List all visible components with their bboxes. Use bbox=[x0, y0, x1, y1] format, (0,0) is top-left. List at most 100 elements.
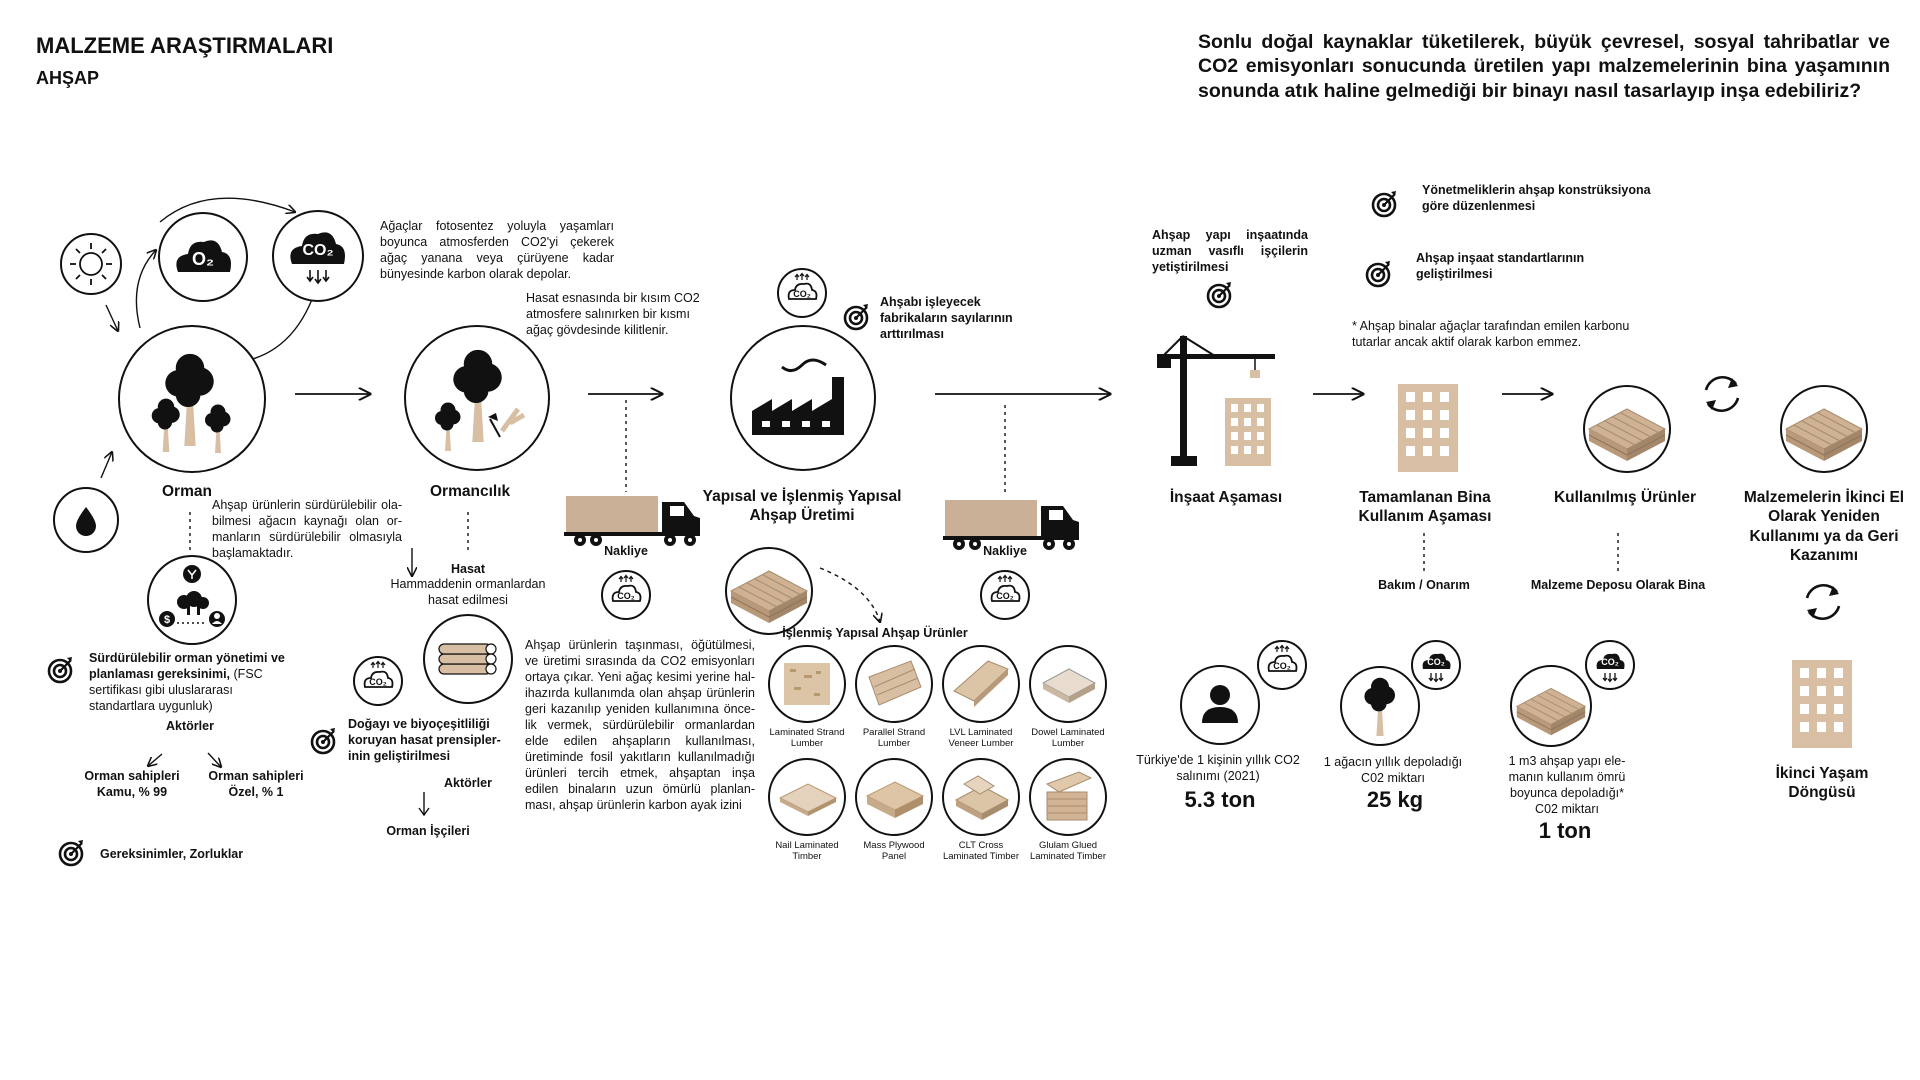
forestry-icon bbox=[404, 325, 550, 471]
tree-co2-value: 25 kg bbox=[1366, 787, 1424, 812]
water-drop-icon bbox=[53, 487, 119, 553]
product-image-3 bbox=[942, 645, 1020, 723]
production-label: Yapısal ve İşlenmiş Yapısal Ahşap Üretim… bbox=[702, 488, 902, 525]
factory-need: Ahşabı işleyecek fabrikaların sayılarını… bbox=[880, 295, 1013, 341]
maintenance-label: Bakım / Onarım bbox=[1378, 578, 1470, 592]
svg-text:CO₂: CO₂ bbox=[793, 289, 811, 299]
co2-storage-icon: CO₂ bbox=[1411, 640, 1461, 690]
sun-icon bbox=[60, 233, 122, 295]
tree-icon bbox=[1340, 666, 1420, 746]
down-arrow-icon bbox=[418, 792, 430, 817]
target-icon bbox=[47, 655, 74, 684]
co2-emission-icon: CO₂ bbox=[980, 570, 1030, 620]
construction-label: İnşaat Aşaması bbox=[1169, 489, 1283, 506]
research-question: Sonlu doğal kaynaklar tüketilerek, büyük… bbox=[1198, 31, 1890, 102]
co2-label: CO₂ bbox=[302, 242, 334, 259]
product-image-1 bbox=[768, 645, 846, 723]
product-image-8 bbox=[1029, 758, 1107, 836]
co2-emission-icon: CO₂ bbox=[353, 656, 403, 706]
forestry-actors-title: Aktörler bbox=[444, 776, 492, 790]
target-icon bbox=[1371, 189, 1398, 218]
svg-text:CO₂: CO₂ bbox=[996, 591, 1014, 601]
forestry-label: Ormancılık bbox=[430, 483, 511, 500]
timber-co2-value: 1 ton bbox=[1538, 818, 1592, 843]
truck-icon-1 bbox=[564, 496, 700, 546]
product-name-3: LVL Laminated Veneer Lumber bbox=[948, 727, 1014, 750]
target-legend-icon bbox=[58, 838, 85, 867]
target-icon bbox=[1365, 259, 1392, 288]
used-products-icon bbox=[1583, 385, 1671, 473]
person-co2-desc: Türkiye'de 1 kişinin yıllık CO2 salınımı… bbox=[1136, 753, 1300, 783]
timber-volume-icon bbox=[1510, 665, 1592, 747]
second-life-products-icon bbox=[1780, 385, 1868, 473]
transport-label-1: Nakliye bbox=[604, 544, 648, 558]
product-image-5 bbox=[768, 758, 846, 836]
product-name-5: Nail Laminated Timber bbox=[775, 840, 839, 863]
forest-icon bbox=[118, 325, 266, 473]
product-name-4: Dowel Laminated Lumber bbox=[1031, 727, 1105, 750]
actor-forest-workers: Orman İşçileri bbox=[386, 824, 470, 838]
forest-description: Ahşap ürünlerin sürdürülebilir ola-bilme… bbox=[212, 498, 402, 560]
harvest-co2-text: Hasat esnasında bir kısım CO2 atmosfere … bbox=[526, 291, 700, 337]
log-pile-icon bbox=[423, 614, 513, 704]
harvest-description: Hammaddenin ormanlardan hasat edilmesi bbox=[390, 577, 546, 607]
second-life-cycle-label: İkinci Yaşam Döngüsü bbox=[1775, 765, 1869, 802]
svg-text:CO₂: CO₂ bbox=[369, 677, 387, 687]
transport-label-2: Nakliye bbox=[983, 544, 1027, 558]
target-icon bbox=[310, 726, 337, 755]
product-name-6: Mass Plywood Panel bbox=[863, 840, 925, 863]
product-image-2 bbox=[855, 645, 933, 723]
transport-description: Ahşap ürünlerin taşınması, öğütülmesi, v… bbox=[525, 638, 755, 812]
legend-requirements: Gereksinimler, Zorluklar bbox=[100, 847, 244, 861]
product-image-7 bbox=[942, 758, 1020, 836]
regulation-item-1: Yönetmeliklerin ahşap konstrüksiyona gör… bbox=[1422, 183, 1651, 213]
product-image-4 bbox=[1029, 645, 1107, 723]
forest-management-icon: $ bbox=[147, 555, 237, 645]
second-life-label: Malzemelerin İkinci El Olarak Yeniden Ku… bbox=[1743, 489, 1905, 565]
oxygen-cloud-icon: O₂ bbox=[158, 212, 248, 302]
svg-text:CO₂: CO₂ bbox=[1427, 657, 1445, 667]
workers-need: Ahşap yapı inşaatında uzman vasıflı işçi… bbox=[1152, 228, 1308, 274]
forest-need-rest: (FSC sertifikası gibi uluslararası stand… bbox=[89, 667, 263, 713]
timber-stack-icon bbox=[725, 547, 813, 635]
timber-co2-desc: 1 m3 ahşap yapı ele-manın kullanım ömrü … bbox=[1508, 754, 1626, 816]
building-icon bbox=[1398, 384, 1458, 472]
actor-public-owners: Orman sahipleri Kamu, % 99 bbox=[84, 769, 180, 799]
cycle-icon bbox=[1704, 375, 1740, 413]
crane-icon bbox=[1157, 335, 1275, 466]
forest-need-bold: Sürdürülebilir orman yönetimi ve planlam… bbox=[89, 651, 285, 681]
co2-storage-icon: CO₂ bbox=[1585, 640, 1635, 690]
actor-private-owners: Orman sahipleri Özel, % 1 bbox=[208, 769, 304, 799]
product-name-2: Parallel Strand Lumber bbox=[862, 727, 926, 750]
building-use-label: Tamamlanan Bina Kullanım Aşaması bbox=[1358, 489, 1492, 526]
co2-absorb-icon: CO₂ bbox=[272, 210, 364, 302]
co2-emission-icon: CO₂ bbox=[1257, 640, 1307, 690]
person-icon bbox=[1180, 665, 1260, 745]
svg-text:CO₂: CO₂ bbox=[617, 591, 635, 601]
cycle-icon bbox=[1805, 583, 1841, 621]
product-name-7: CLT Cross Laminated Timber bbox=[942, 840, 1020, 863]
product-name-8: Glulam Glued Laminated Timber bbox=[1029, 840, 1107, 863]
co2-emission-icon: CO₂ bbox=[777, 268, 827, 318]
page-title: MALZEME ARAŞTIRMALARI bbox=[36, 33, 334, 58]
building-icon bbox=[1792, 660, 1852, 748]
forest-actors-title: Aktörler bbox=[166, 719, 214, 733]
co2-emission-icon: CO₂ bbox=[601, 570, 651, 620]
forest-label: Orman bbox=[162, 483, 212, 500]
regulation-item-2: Ahşap inşaat standartlarının geliştirilm… bbox=[1416, 251, 1585, 281]
page-subtitle: AHŞAP bbox=[36, 68, 100, 88]
photosynthesis-text: Ağaçlar fotosentez yoluyla yaşamları boy… bbox=[380, 219, 614, 281]
forest-need: Sürdürülebilir orman yönetimi ve planlam… bbox=[89, 650, 297, 714]
factory-icon bbox=[730, 325, 876, 471]
tree-co2-desc: 1 ağacın yıllık depoladığı C02 miktarı bbox=[1323, 755, 1463, 785]
products-title: İşlenmiş Yapısal Ahşap Ürünler bbox=[782, 626, 968, 640]
target-icon bbox=[1206, 280, 1233, 309]
carbon-note: * Ahşap binalar ağaçlar tarafından emile… bbox=[1352, 319, 1630, 349]
used-products-label: Kullanılmış Ürünler bbox=[1553, 489, 1697, 506]
person-co2-value: 5.3 ton bbox=[1184, 787, 1256, 812]
harvest-title: Hasat bbox=[450, 562, 486, 576]
product-image-6 bbox=[855, 758, 933, 836]
svg-text:CO₂: CO₂ bbox=[1601, 657, 1619, 667]
forestry-need: Doğayı ve biyoçeşitliliği koruyan hasat … bbox=[348, 717, 501, 763]
